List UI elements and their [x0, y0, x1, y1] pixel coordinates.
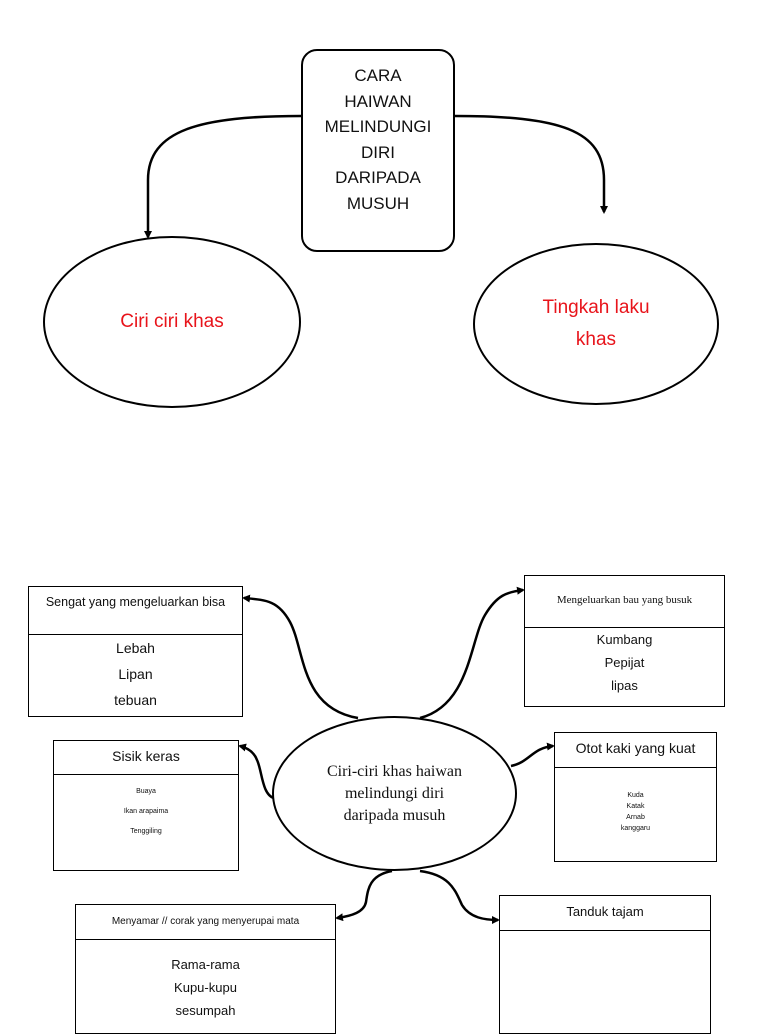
connector-center-to-sengat	[242, 594, 359, 720]
root-line-5: DARIPADA	[335, 168, 421, 187]
root-line-2: HAIWAN	[344, 91, 412, 111]
category-list-bau: Kumbang Pepijat lipas	[525, 628, 724, 697]
category-box-sengat: Sengat yang mengeluarkan bisa Lebah Lipa…	[28, 586, 243, 717]
connector-root-to-left	[144, 114, 302, 239]
list-item: Kupu-kupu	[174, 980, 237, 995]
list-item: sesumpah	[175, 1003, 236, 1018]
list-item: Rama-rama	[171, 957, 240, 972]
root-line-3: MELINDUNGI	[324, 117, 432, 136]
category-box-otot: Otot kaki yang kuat Kuda Katak Arnab kan…	[554, 732, 717, 862]
center-line-2: melindungi diri	[344, 784, 445, 802]
connector-center-to-tanduk	[419, 869, 500, 924]
category-header-tanduk: Tanduk tajam	[500, 896, 710, 931]
category-header-bau: Mengeluarkan bau yang busuk	[525, 576, 724, 628]
center-concept-oval: Ciri-ciri khas haiwan melindungi diri da…	[272, 716, 517, 871]
category-box-tanduk: Tanduk tajam	[499, 895, 711, 1034]
category-list-menyamar: Rama-rama Kupu-kupu sesumpah	[76, 940, 335, 1022]
list-item: lipas	[611, 678, 638, 693]
list-item: Tenggiling	[130, 828, 162, 835]
connector-center-to-otot	[510, 742, 555, 768]
list-item: kanggaru	[620, 825, 651, 832]
category-header-sengat: Sengat yang mengeluarkan bisa	[29, 587, 242, 635]
category-box-bau: Mengeluarkan bau yang busuk Kumbang Pepi…	[524, 575, 725, 707]
branch-left-label: Ciri ciri khas	[120, 311, 224, 332]
list-item: Ikan arapaima	[123, 808, 169, 815]
root-line-4: DIRI	[361, 142, 395, 162]
connector-root-to-right	[454, 114, 608, 214]
list-item: Pepijat	[604, 655, 645, 670]
category-list-sengat: Lebah Lipan tebuan	[29, 635, 242, 713]
branch-right-line-1: Tingkah laku	[542, 297, 650, 318]
list-item: Kumbang	[596, 632, 653, 647]
list-item: Lebah	[116, 640, 155, 656]
list-item: Arnab	[626, 814, 645, 821]
center-line-1: Ciri-ciri khas haiwan	[326, 762, 463, 780]
root-line-1: CARA	[354, 66, 402, 85]
list-item: tebuan	[114, 692, 157, 708]
category-header-otot: Otot kaki yang kuat	[555, 733, 716, 768]
list-item: Katak	[626, 803, 645, 810]
category-header-menyamar: Menyamar // corak yang menyerupai mata	[76, 905, 335, 940]
category-list-sisik: Buaya Ikan arapaima Tenggiling	[54, 775, 238, 842]
connector-center-to-bau	[419, 586, 525, 720]
list-item: Lipan	[118, 666, 153, 682]
category-box-sisik: Sisik keras Buaya Ikan arapaima Tenggili…	[53, 740, 239, 871]
list-item: Kuda	[627, 792, 644, 799]
connector-center-to-menyamar	[335, 869, 393, 922]
branch-right-line-2: khas	[575, 329, 617, 350]
center-line-3: daripada musuh	[343, 806, 446, 824]
list-item: Buaya	[136, 788, 156, 795]
connector-center-to-sisik	[238, 743, 275, 800]
root-concept-box: CARA HAIWAN MELINDUNGI DIRI DARIPADA MUS…	[301, 49, 455, 252]
root-line-6: MUSUH	[346, 193, 410, 213]
category-header-sisik: Sisik keras	[54, 741, 238, 775]
branch-oval-ciri-khas: Ciri ciri khas	[43, 236, 301, 408]
category-box-menyamar: Menyamar // corak yang menyerupai mata R…	[75, 904, 336, 1034]
branch-oval-tingkah-laku: Tingkah laku khas	[473, 243, 719, 405]
category-list-otot: Kuda Katak Arnab kanggaru	[555, 768, 716, 834]
